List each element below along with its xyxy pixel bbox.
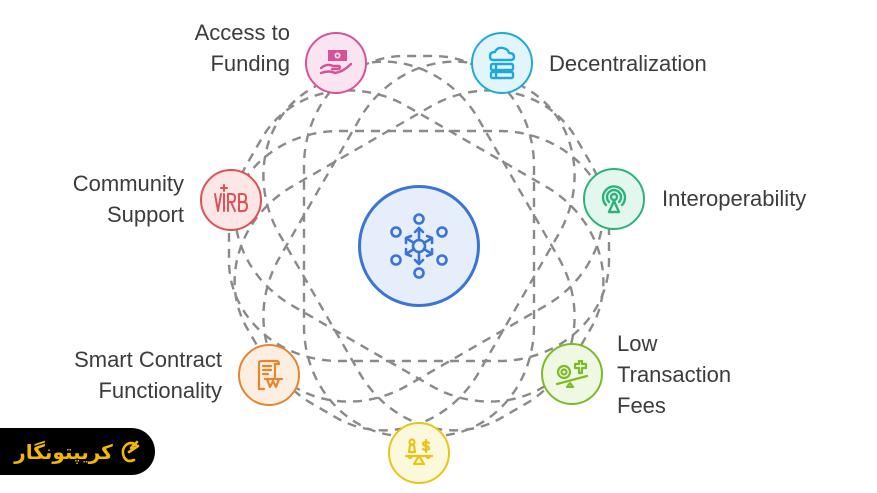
label-line: Decentralization: [549, 51, 707, 76]
brand-badge: کریپتونگار: [0, 428, 155, 475]
label-line: Fees: [617, 393, 666, 418]
label-line: Support: [106, 202, 184, 227]
label-line: Transaction: [617, 362, 732, 387]
decentralization-label: Decentralization: [549, 48, 707, 79]
smart-contract-node: [238, 344, 300, 406]
label-line: Access to: [194, 20, 290, 45]
brand-text: کریپتونگار: [14, 439, 113, 464]
low-transaction-fees-label: Low Transaction Fees: [617, 328, 731, 421]
network-hub-icon: [390, 213, 448, 279]
cloud-server-icon: [488, 46, 516, 80]
label-line: Community: [72, 171, 184, 196]
interoperability-node: [583, 168, 645, 230]
seesaw-coin-icon: [555, 360, 589, 388]
label-line: Interoperability: [662, 186, 807, 211]
center-hub-node: [358, 185, 480, 307]
smart-contract-label: Smart Contract Functionality: [40, 344, 222, 406]
label-line: Funding: [210, 51, 290, 76]
community-support-node: [200, 169, 262, 231]
access-to-funding-node: [305, 32, 367, 94]
broadcast-tower-icon: [601, 185, 627, 214]
label-line: Functionality: [98, 378, 222, 403]
access-to-funding-label: Access to Funding: [170, 17, 290, 79]
brand-logo-icon: [121, 440, 140, 462]
community-sign-icon: [214, 184, 248, 212]
interoperability-label: Interoperability: [662, 183, 806, 214]
hand-money-icon: [319, 50, 353, 75]
contract-scroll-icon: [257, 359, 284, 391]
community-support-label: Community Support: [40, 168, 184, 230]
decentralization-node: [471, 32, 533, 94]
label-line: Smart Contract: [74, 347, 222, 372]
scale-dollar-icon: [404, 438, 434, 466]
scale-node: [388, 422, 450, 484]
label-line: Low: [617, 331, 658, 356]
low-transaction-fees-node: [541, 343, 603, 405]
